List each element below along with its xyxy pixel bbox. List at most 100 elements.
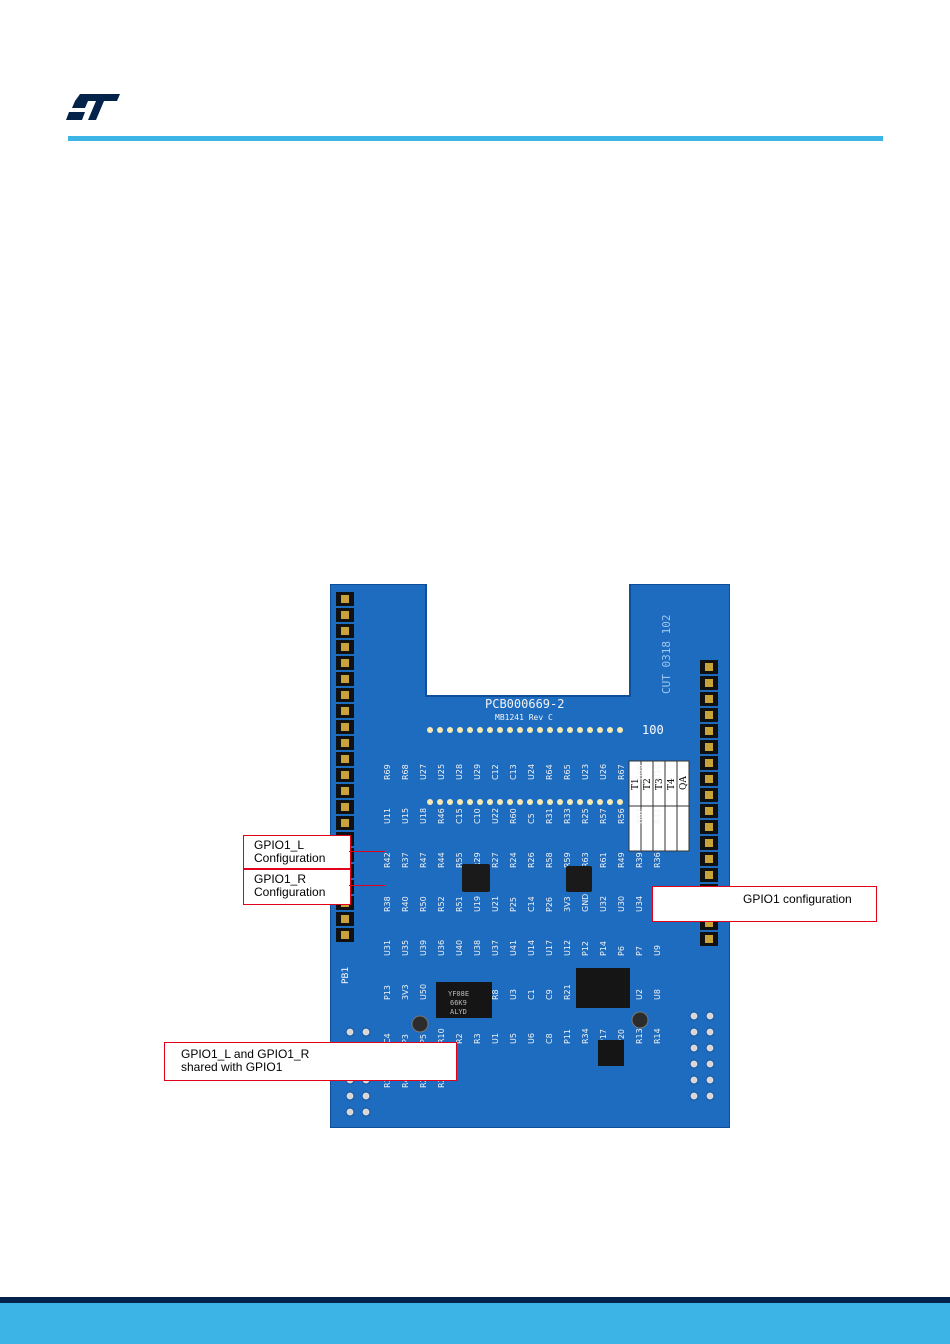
pcb-silkscreen-id: PCB000669-2 — [485, 697, 564, 711]
test-pad — [597, 799, 603, 805]
callout-gpio1-r-text: GPIO1_R Configuration — [254, 872, 326, 899]
ref-designator: C5 — [527, 813, 536, 824]
ref-designator: U50 — [419, 984, 428, 1000]
ref-designator: P12 — [581, 941, 590, 956]
test-pad — [557, 727, 563, 733]
ref-designator: U27 — [419, 764, 428, 780]
ref-designator: U5 — [509, 1033, 518, 1044]
ref-designator: P3 — [401, 1034, 410, 1044]
ref-designator: R37 — [401, 852, 410, 868]
ref-designator: R52 — [437, 896, 446, 912]
ref-designator: R2 — [455, 1033, 464, 1044]
ref-designator: R67 — [617, 764, 626, 780]
callout-gpio1-r: GPIO1_R Configuration — [243, 869, 351, 905]
qa-cell-label: QA — [679, 776, 689, 790]
ref-designator: P11 — [563, 1029, 572, 1044]
ref-designator: R31 — [545, 808, 554, 824]
ref-designator: R50 — [419, 896, 428, 912]
ref-designator: R24 — [509, 852, 518, 868]
ref-designator: U34 — [635, 896, 644, 912]
test-pad — [517, 799, 523, 805]
header-pin-contact — [341, 643, 349, 651]
through-hole-pin — [345, 1027, 355, 1037]
header-pin-contact — [341, 707, 349, 715]
ic-u21 — [566, 866, 592, 892]
header-pin-contact — [341, 739, 349, 747]
header-pin-contact — [341, 803, 349, 811]
pcb-pb-label: PB1 — [341, 967, 351, 984]
ref-designator: U29 — [473, 764, 482, 780]
ref-designator: GND — [581, 894, 590, 912]
ref-designator: C1 — [527, 989, 536, 1000]
qa-cell-label: T1 — [631, 778, 641, 790]
through-hole-pin — [345, 1091, 355, 1101]
header-pin-contact — [341, 787, 349, 795]
header-pin-contact — [341, 691, 349, 699]
ref-designator: R42 — [383, 852, 392, 868]
ref-designator: U28 — [455, 764, 464, 780]
qa-cell-label: T4 — [667, 778, 677, 790]
ref-designator: U6 — [527, 1033, 536, 1044]
ref-designator: U39 — [419, 940, 428, 956]
ref-designator: U3 — [509, 989, 518, 1000]
ref-designator: C13 — [509, 764, 518, 780]
through-hole-pin — [705, 1059, 715, 1069]
ref-designator: R40 — [401, 896, 410, 912]
header-pin-contact — [341, 659, 349, 667]
ref-designator: U11 — [383, 808, 392, 824]
ref-designator: U31 — [383, 940, 392, 956]
ref-designator: C12 — [491, 764, 500, 780]
ref-designator: C9 — [545, 989, 554, 1000]
header-pin-contact — [705, 679, 713, 687]
header-pin-contact — [341, 611, 349, 619]
ref-designator: U24 — [527, 764, 536, 780]
ref-designator: U40 — [455, 940, 464, 956]
ref-designator: R68 — [401, 764, 410, 780]
ref-designator: R26 — [527, 852, 536, 868]
ref-designator: C4 — [383, 1033, 392, 1044]
header-pin-contact — [705, 807, 713, 815]
ref-designator: U37 — [491, 940, 500, 956]
ref-designator: C10 — [473, 808, 482, 824]
ref-designator: R44 — [437, 852, 446, 868]
ref-designator: R36 — [653, 852, 662, 868]
test-pad — [447, 727, 453, 733]
test-pad — [607, 727, 613, 733]
header-pin-contact — [341, 595, 349, 603]
header-pin-contact — [341, 627, 349, 635]
ref-designator: P25 — [509, 897, 518, 912]
ref-designator: R3 — [473, 1033, 482, 1044]
ref-designator: U18 — [419, 808, 428, 824]
ref-designator: U8 — [653, 989, 662, 1000]
test-pad — [587, 727, 593, 733]
ref-designator: U22 — [491, 808, 500, 824]
test-pad — [607, 799, 613, 805]
test-pad — [577, 727, 583, 733]
test-pad — [487, 799, 493, 805]
ref-designator: P6 — [617, 946, 626, 956]
test-pad — [597, 727, 603, 733]
ic-u19 — [462, 864, 490, 892]
test-pad — [567, 799, 573, 805]
test-pad — [517, 727, 523, 733]
ref-designator: R25 — [581, 808, 590, 824]
header-pin-contact — [705, 663, 713, 671]
header-pin-contact — [705, 759, 713, 767]
test-pad — [437, 727, 443, 733]
header-pin-contact — [705, 855, 713, 863]
test-pad — [557, 799, 563, 805]
header-pin-contact — [341, 931, 349, 939]
ref-designator: R27 — [491, 852, 500, 868]
header-pin-contact — [705, 711, 713, 719]
ic-right-tssop — [576, 968, 630, 1008]
pcb-cut-mark: CUT 0318 102 — [660, 615, 673, 694]
ref-designator: U23 — [581, 764, 590, 780]
through-hole-pin — [689, 1059, 699, 1069]
ref-designator: R60 — [509, 808, 518, 824]
chip-text-3: ALYD — [450, 1008, 467, 1016]
test-pad — [617, 799, 623, 805]
ref-designator: U17 — [545, 940, 554, 956]
ref-designator: R47 — [419, 852, 428, 868]
ref-designator: R34 — [581, 1028, 590, 1044]
